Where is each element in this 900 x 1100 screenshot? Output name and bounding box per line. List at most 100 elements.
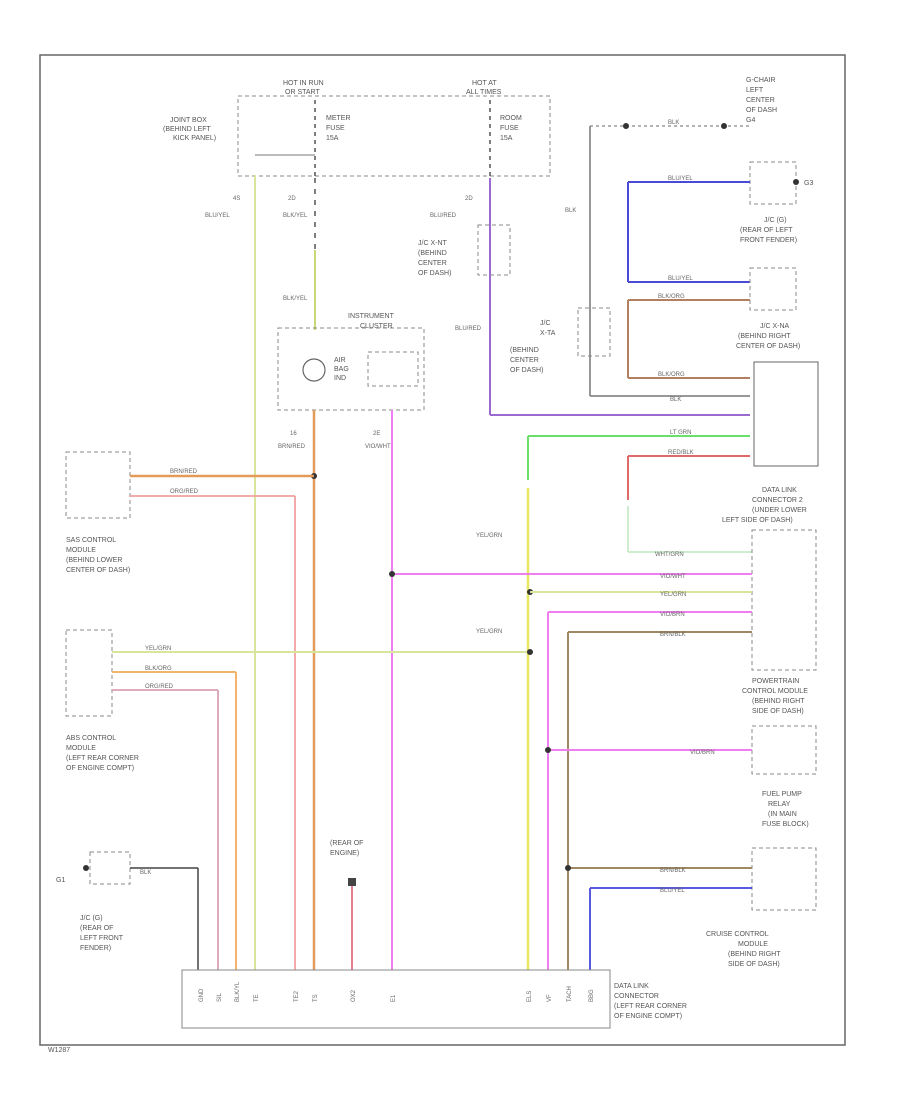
dlc1-label-1: DATA LINK bbox=[614, 983, 649, 990]
jc-right-label-1: J/C X-NA bbox=[760, 323, 790, 330]
dlc1-label-4: OF ENGINE COMPT) bbox=[614, 1013, 682, 1020]
sas-label-2: MODULE bbox=[66, 547, 96, 554]
instrument-cluster-box bbox=[277, 327, 425, 411]
dlc1-pin-5: TE2 bbox=[294, 990, 300, 1002]
sas-label-4: CENTER OF DASH) bbox=[66, 567, 130, 574]
jc-bottom-box bbox=[89, 851, 131, 885]
jc-right-label-2: (BEHIND RIGHT bbox=[738, 333, 791, 340]
dlc2-box bbox=[751, 529, 817, 671]
dlc1-pin-1: GND bbox=[199, 988, 205, 1002]
meter-fuse-label-3: 15A bbox=[326, 135, 339, 142]
sas-label-1: SAS CONTROL bbox=[66, 537, 116, 544]
jc-center-label-2: (BEHIND bbox=[418, 250, 447, 257]
ground-top-label-5: G4 bbox=[746, 117, 755, 124]
wire-label-brn-red-sas: BRN/RED bbox=[170, 469, 198, 475]
air-bag-lamp-label-1: AIR bbox=[334, 357, 346, 364]
cruise-label-3: (BEHIND RIGHT bbox=[728, 951, 781, 958]
splice-yel-grn bbox=[527, 649, 533, 655]
dlc1-label-3: (LEFT REAR CORNER bbox=[614, 1003, 687, 1010]
wire-label-blu-cruise: BLU/YEL bbox=[660, 888, 685, 894]
splice-brn-blk bbox=[565, 865, 571, 871]
ground-g3-label: G3 bbox=[804, 180, 813, 187]
wire-label-blk-jc: BLK bbox=[670, 397, 681, 403]
junction-box-outline bbox=[237, 95, 551, 177]
ground-g1-label: G1 bbox=[56, 877, 65, 884]
dlc1-pin-6: TS bbox=[313, 994, 319, 1002]
wire-label-brn-blk-dlc2: BRN/BLK bbox=[660, 632, 686, 638]
cluster-subbox bbox=[367, 351, 419, 387]
wire-label-blk-org-2: BLK/ORG bbox=[658, 372, 685, 378]
wire-label-brn-blk-cruise: BRN/BLK bbox=[660, 868, 686, 874]
hot-at-all-label-2: ALL TIMES bbox=[466, 89, 502, 96]
junction-box-label-1: JOINT BOX bbox=[170, 117, 207, 124]
wire-label-vio-brn-dlc2: VIO/BRN bbox=[660, 612, 685, 618]
abs-label-4: OF ENGINE COMPT) bbox=[66, 765, 134, 772]
dlc1-label-2: CONNECTOR bbox=[614, 993, 659, 1000]
wire-label-blk-v: BLK bbox=[565, 208, 576, 214]
wire-label-blu-blk-1: BLU/YEL bbox=[668, 176, 693, 182]
abs-label-2: MODULE bbox=[66, 745, 96, 752]
fuel-pump-label-4: FUSE BLOCK) bbox=[762, 821, 809, 828]
fuel-pump-label-3: (IN MAIN bbox=[768, 811, 797, 818]
dlc1-pin-10: VF bbox=[547, 994, 553, 1002]
pin-label-c: 2D bbox=[465, 196, 473, 202]
abs-label-1: ABS CONTROL bbox=[66, 735, 116, 742]
dlc2-label-4: LEFT SIDE OF DASH) bbox=[722, 517, 793, 524]
jc-top-box bbox=[749, 161, 797, 205]
dlc2-label-2: CONNECTOR 2 bbox=[752, 497, 803, 504]
cruise-box bbox=[751, 847, 817, 911]
jc-center2-label-5: OF DASH) bbox=[510, 367, 543, 374]
jc-top-label-1: J/C (G) bbox=[764, 217, 787, 224]
abs-module-box bbox=[65, 629, 113, 717]
wire-label-wht-grn: WHT/GRN bbox=[655, 552, 684, 558]
jc-center2-label-1: J/C bbox=[540, 320, 551, 327]
wire-label-blu-blk-2: BLU/YEL bbox=[668, 276, 693, 282]
jc-center2-label-3: (BEHIND bbox=[510, 347, 539, 354]
rear-engine-label-1: (REAR OF bbox=[330, 840, 363, 847]
instrument-cluster-label-1: INSTRUMENT bbox=[348, 313, 395, 320]
wire-label-brn-red: BRN/RED bbox=[278, 444, 306, 450]
dlc1-pin-7: OX2 bbox=[351, 989, 357, 1002]
ground-top-label-2: LEFT bbox=[746, 87, 764, 94]
fuel-pump-label-1: FUEL PUMP bbox=[762, 791, 802, 798]
jc-top-label-3: FRONT FENDER) bbox=[740, 237, 797, 244]
hot-in-run-label-1: HOT IN RUN bbox=[283, 80, 324, 87]
pin-label-a: 4S bbox=[233, 196, 240, 202]
wire-label-org-red-abs: ORG/RED bbox=[145, 684, 174, 690]
wire-label-blk-yel: BLK/YEL bbox=[283, 213, 308, 219]
wire-label-blk-yel-2: BLK/YEL bbox=[283, 296, 308, 302]
wire-label-blu-red-2: BLU/RED bbox=[455, 326, 482, 332]
pin-label-e: 2E bbox=[373, 431, 380, 437]
meter-fuse-label-2: FUSE bbox=[326, 125, 345, 132]
wire-label-blu-red: BLU/RED bbox=[430, 213, 457, 219]
jc-bottom-label-4: FENDER) bbox=[80, 945, 111, 952]
pcm-label-1: POWERTRAIN bbox=[752, 678, 799, 685]
dlc1-pin-12: BBG bbox=[589, 989, 595, 1002]
wire-label-blk-top: BLK bbox=[668, 120, 679, 126]
wire-label-org-red-sas: ORG/RED bbox=[170, 489, 199, 495]
cruise-label-4: SIDE OF DASH) bbox=[728, 961, 780, 968]
ground-top-splice-1 bbox=[623, 123, 629, 129]
wire-label-blk-org-abs: BLK/ORG bbox=[145, 666, 172, 672]
jc-center-label-3: CENTER bbox=[418, 260, 447, 267]
air-bag-lamp-icon bbox=[302, 358, 326, 382]
engine-ground-icon bbox=[348, 878, 356, 886]
abs-label-3: (LEFT REAR CORNER bbox=[66, 755, 139, 762]
cruise-label-1: CRUISE CONTROL bbox=[706, 931, 769, 938]
cruise-label-2: MODULE bbox=[738, 941, 768, 948]
dlc1-pin-9: ELS bbox=[527, 991, 533, 1002]
wire-label-vio-wht-dlc2: VIO/WHT bbox=[660, 574, 686, 580]
jc-right-block bbox=[753, 361, 819, 467]
diagram-frame bbox=[39, 54, 846, 1046]
dlc1-pin-2: SIL bbox=[217, 992, 223, 1002]
jc-top-label-2: (REAR OF LEFT bbox=[740, 227, 793, 234]
hot-in-run-label-2: OR START bbox=[285, 89, 320, 96]
pcm-label-3: (BEHIND RIGHT bbox=[752, 698, 805, 705]
dlc1-pin-3: BLK/YL bbox=[235, 981, 241, 1002]
junction-box-label-3: KICK PANEL) bbox=[173, 135, 216, 142]
jc-center2-label-2: X-TA bbox=[540, 330, 556, 337]
room-fuse-label-2: FUSE bbox=[500, 125, 519, 132]
pin-label-d: 16 bbox=[290, 431, 297, 437]
jc-right-upper-box bbox=[749, 267, 797, 311]
